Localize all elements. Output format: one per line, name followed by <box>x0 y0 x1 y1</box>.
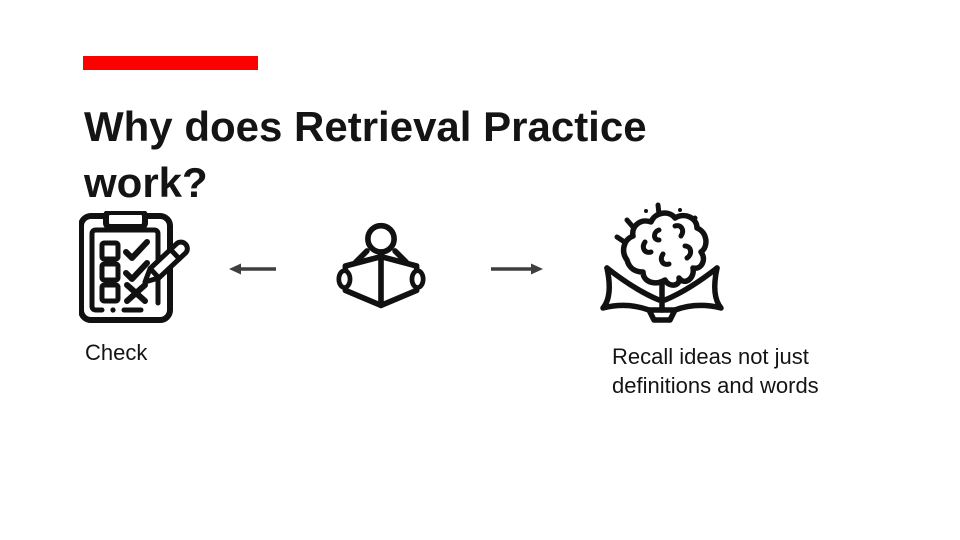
slide-title: Why does Retrieval Practice work? <box>84 103 647 206</box>
person-reading-book-icon <box>336 220 426 312</box>
recall-caption: Recall ideas not just definitions and wo… <box>612 344 819 398</box>
brain-open-book-icon <box>597 202 727 327</box>
arrow-right-icon <box>489 260 544 278</box>
arrow-left-icon <box>228 260 278 278</box>
red-accent-bar <box>83 56 258 70</box>
checklist-pencil-icon <box>79 211 193 325</box>
check-caption: Check <box>85 340 148 365</box>
